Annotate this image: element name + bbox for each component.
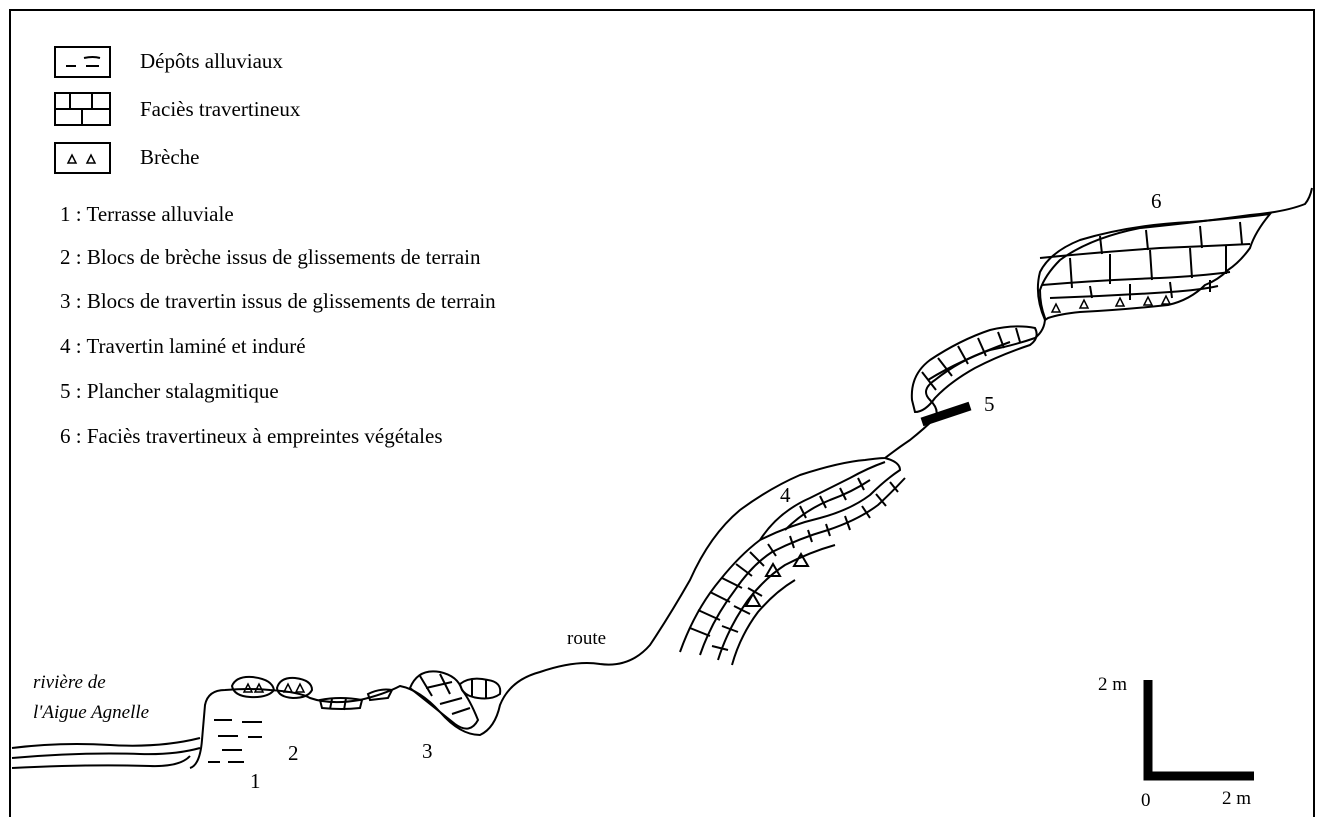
- scale-bar: [1148, 680, 1254, 776]
- section-label-1: 1: [250, 770, 261, 792]
- alluvial-terrace-dashes: [208, 720, 262, 762]
- section-label-3: 3: [422, 740, 433, 762]
- laminated-travertine: [680, 458, 905, 665]
- plant-imprint-travertine: [1038, 214, 1270, 320]
- section-label-2: 2: [288, 742, 299, 764]
- breccia-icon: [55, 143, 110, 173]
- section-label-6: 6: [1151, 190, 1162, 212]
- section-label-4: 4: [780, 484, 791, 506]
- legend-item-4: 4 : Travertin laminé et induré: [60, 334, 306, 358]
- scale-vertical-label: 2 m: [1098, 674, 1127, 696]
- river-label-line1: rivière de: [33, 672, 106, 694]
- scale-origin-label: 0: [1141, 790, 1151, 812]
- legend-item-2: 2 : Blocs de brèche issus de glissements…: [60, 245, 480, 269]
- river-label-line2: l'Aigue Agnelle: [33, 702, 149, 724]
- scale-horizontal-label: 2 m: [1222, 788, 1251, 810]
- river-lines: [12, 738, 200, 768]
- legend-travertine-label: Faciès travertineux: [140, 97, 300, 121]
- stalagmitic-floor: [922, 406, 970, 422]
- route-label: route: [567, 628, 606, 650]
- section-label-5: 5: [984, 393, 995, 415]
- alluvial-deposits-icon: [55, 47, 110, 77]
- travertine-facies-icon: [55, 93, 110, 125]
- legend-item-3: 3 : Blocs de travertin issus de glisseme…: [60, 289, 496, 313]
- legend-item-5: 5 : Plancher stalagmitique: [60, 379, 279, 403]
- legend-item-1: 1 : Terrasse alluviale: [60, 202, 234, 226]
- travertine-blocks-lower: [320, 690, 392, 711]
- travertine-blocks-landslide: [410, 671, 500, 728]
- legend-alluvial-label: Dépôts alluviaux: [140, 49, 283, 73]
- legend-item-6: 6 : Faciès travertineux à empreintes vég…: [60, 424, 443, 448]
- legend-breccia-label: Brèche: [140, 145, 199, 169]
